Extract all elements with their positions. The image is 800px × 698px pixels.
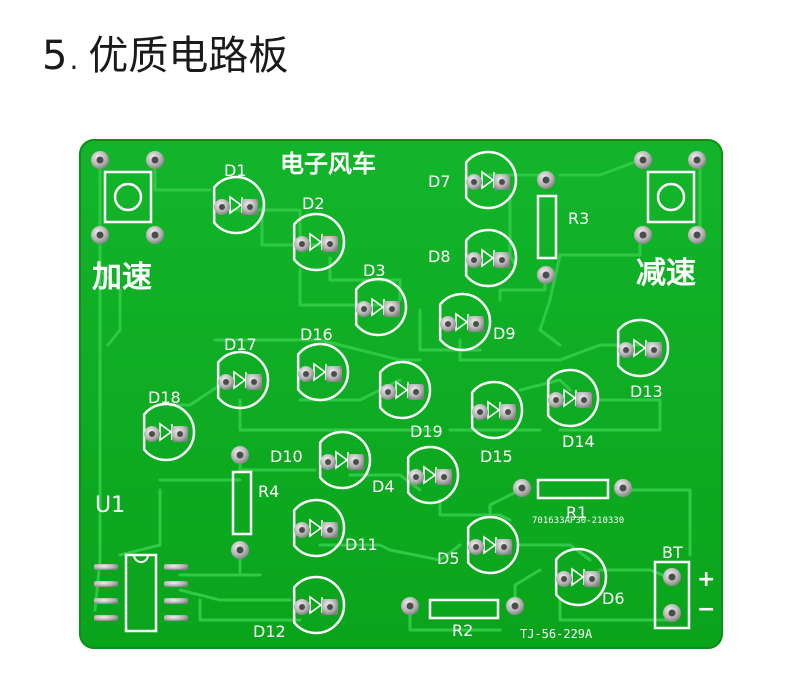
page-heading: 5. 优质电路板 bbox=[42, 28, 288, 88]
button-sub bbox=[646, 170, 696, 224]
label-u1: U1 bbox=[95, 493, 125, 518]
label-sub: 减速 bbox=[636, 256, 696, 291]
label-d1: D1 bbox=[224, 161, 247, 180]
resistor-r3 bbox=[536, 194, 558, 260]
label-d13: D13 bbox=[630, 382, 663, 401]
pcb-code-label: TJ-56-229A bbox=[520, 627, 593, 641]
label-d18: D18 bbox=[148, 388, 181, 407]
label-r2: R2 bbox=[452, 621, 473, 640]
led-footprints bbox=[142, 150, 670, 635]
date-code-label: 701633AP30-210330 bbox=[532, 516, 624, 526]
heading-dot: . bbox=[69, 43, 79, 76]
ic-u1 bbox=[124, 553, 158, 633]
resistor-r2 bbox=[428, 598, 500, 620]
label-bt: BT bbox=[662, 543, 683, 562]
label-r4: R4 bbox=[258, 482, 279, 501]
label-d4: D4 bbox=[372, 477, 395, 496]
label-d6: D6 bbox=[602, 589, 625, 608]
label-d7: D7 bbox=[428, 172, 451, 191]
label-d12: D12 bbox=[253, 622, 286, 641]
label-d11: D11 bbox=[345, 535, 378, 554]
label-d2: D2 bbox=[302, 194, 325, 213]
label-d9: D9 bbox=[493, 324, 516, 343]
battery-terminal bbox=[653, 560, 691, 630]
label-d14: D14 bbox=[562, 432, 595, 451]
label-plus: + bbox=[697, 567, 715, 592]
label-d5: D5 bbox=[437, 549, 460, 568]
heading-number: 5 bbox=[42, 33, 68, 79]
heading-title: 优质电路板 bbox=[88, 33, 289, 79]
resistor-r1 bbox=[536, 478, 610, 500]
label-d15: D15 bbox=[480, 447, 513, 466]
label-d19: D19 bbox=[410, 422, 443, 441]
label-d8: D8 bbox=[428, 247, 451, 266]
label-d3: D3 bbox=[363, 261, 386, 280]
label-r1: R1 bbox=[566, 503, 587, 522]
button-add bbox=[103, 170, 153, 224]
through-hole-pads bbox=[91, 151, 706, 622]
board-title-label: 电子风车 bbox=[280, 150, 376, 178]
label-minus: − bbox=[697, 597, 715, 622]
ic-u1-pads bbox=[94, 564, 188, 621]
label-add: 加速 bbox=[92, 260, 152, 295]
label-d17: D17 bbox=[224, 335, 257, 354]
resistor-r4 bbox=[231, 470, 253, 536]
label-r3: R3 bbox=[568, 209, 589, 228]
label-d10: D10 bbox=[270, 447, 303, 466]
label-d16: D16 bbox=[300, 325, 333, 344]
